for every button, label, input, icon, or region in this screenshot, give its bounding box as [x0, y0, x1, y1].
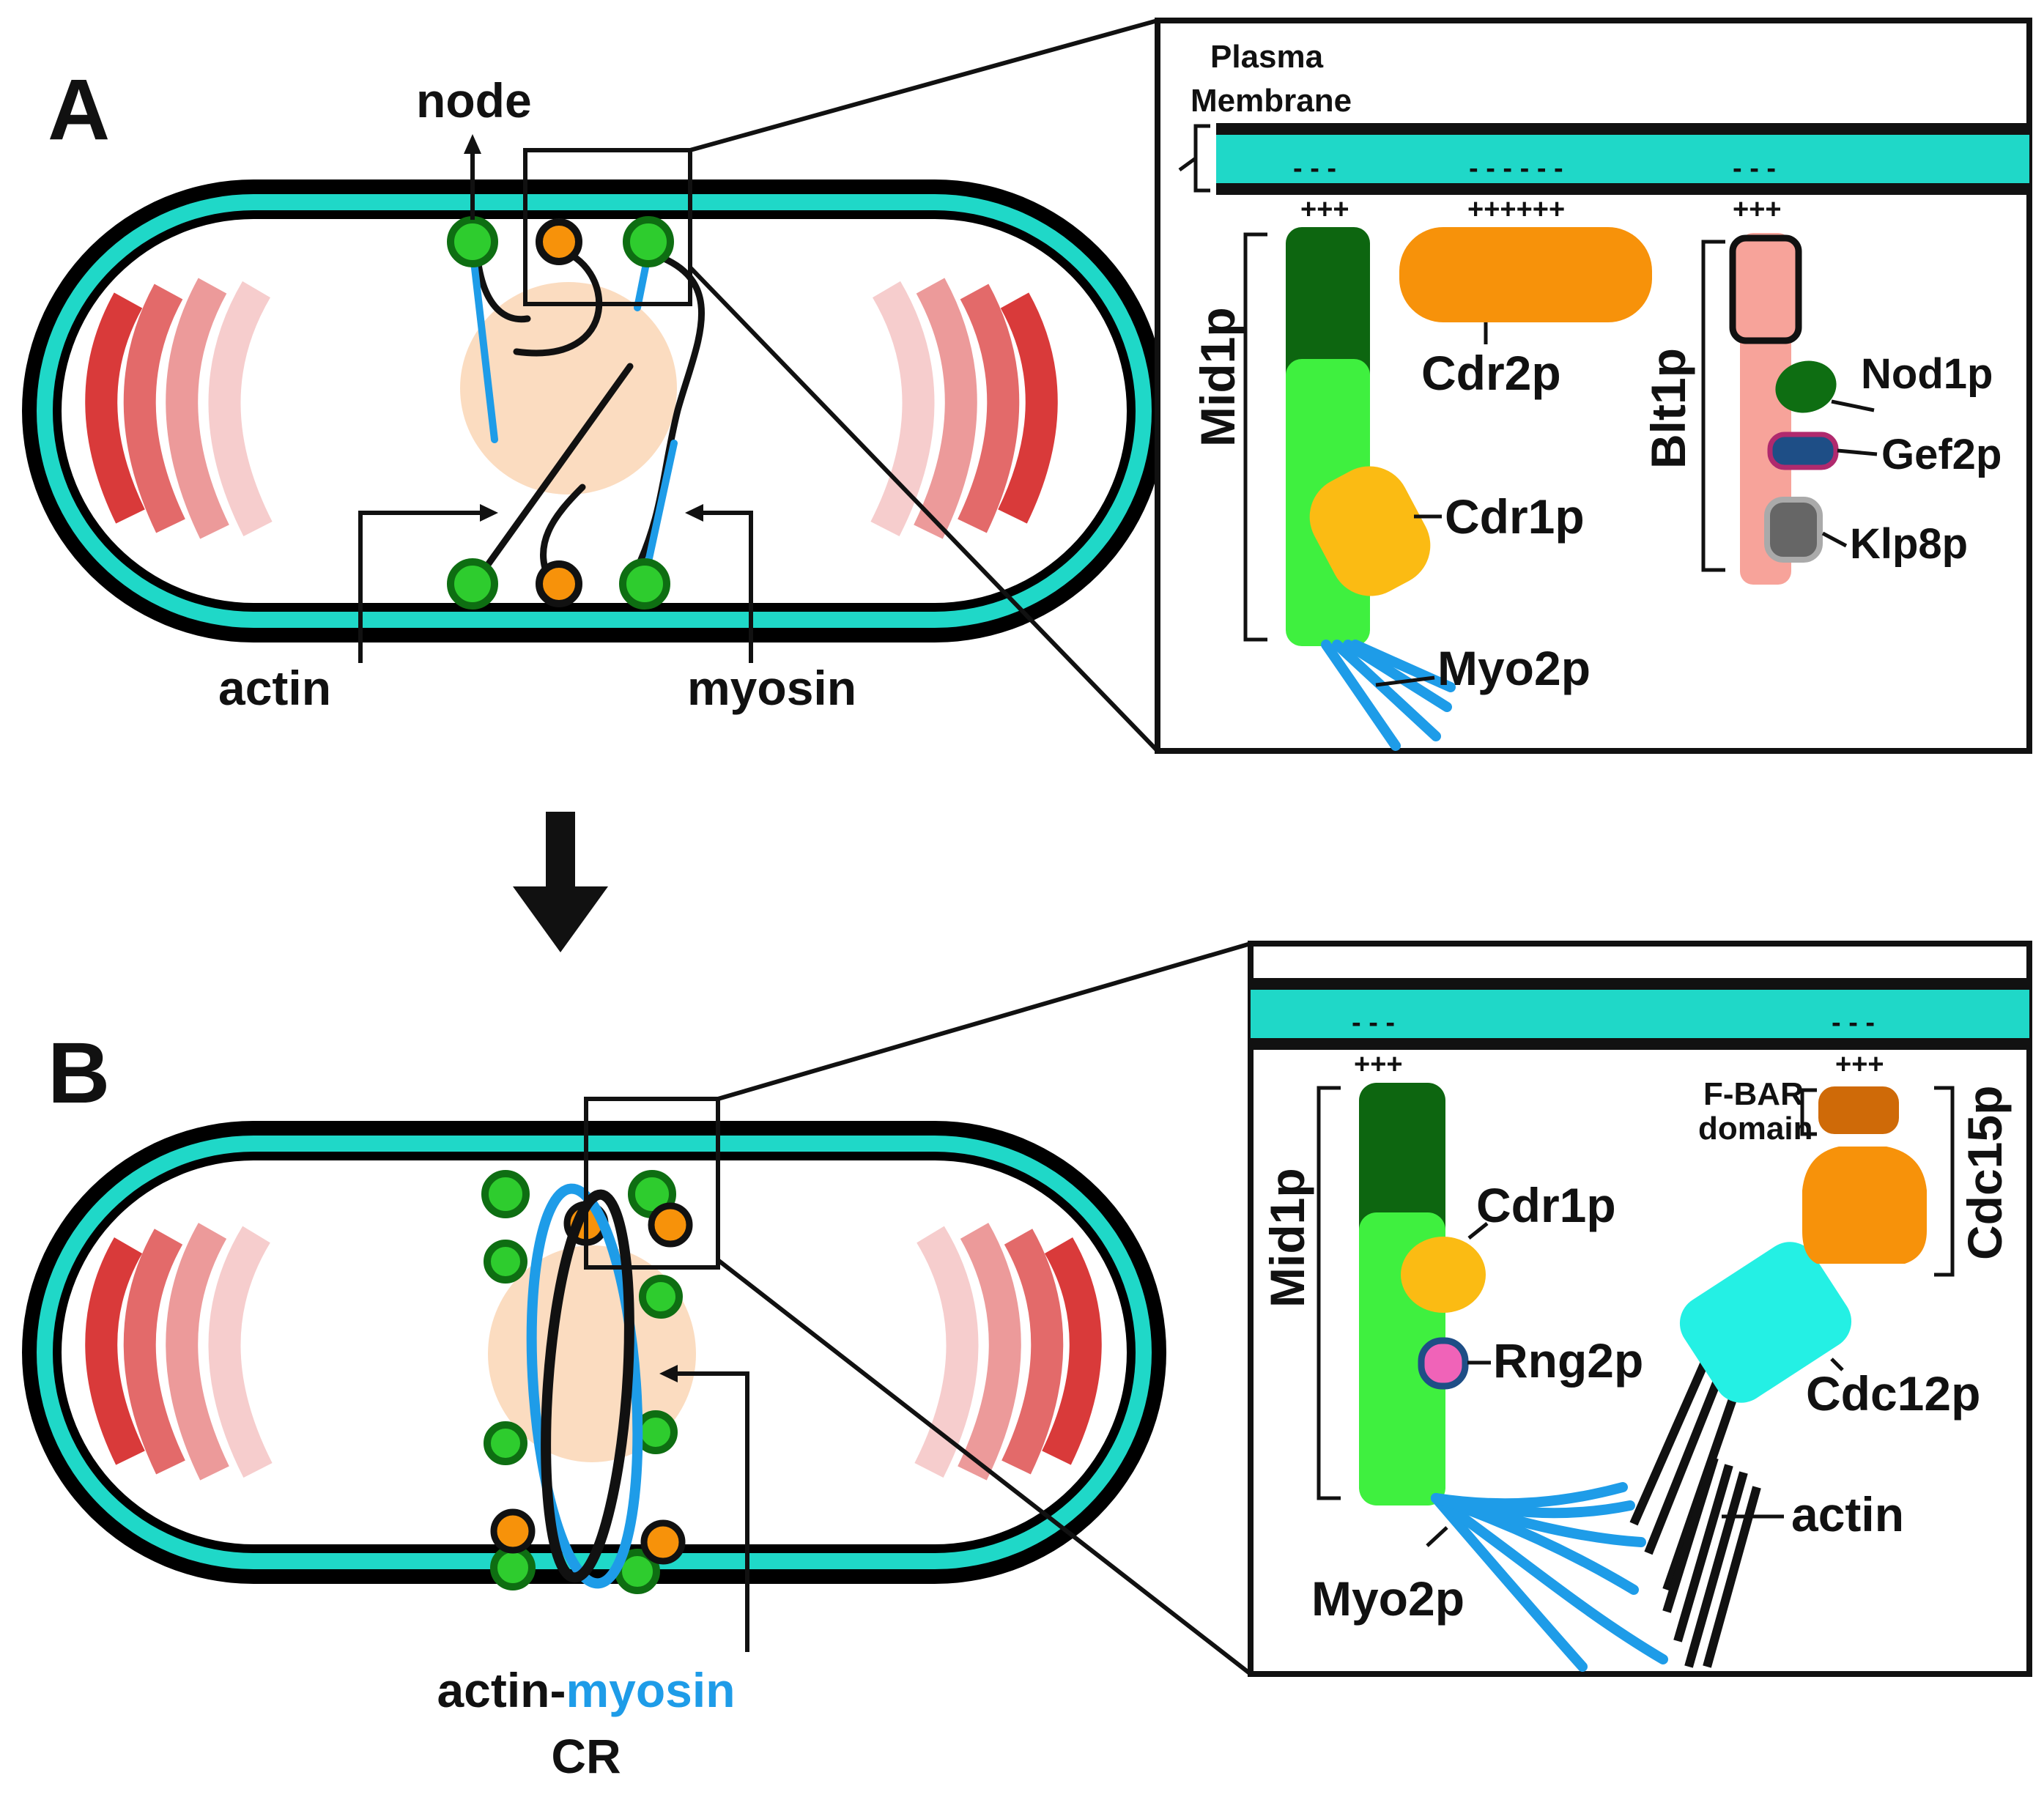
inset-a-minus-mid: - - - - - -	[1469, 153, 1563, 184]
node-green	[447, 216, 498, 267]
inset-b-rng2p	[1418, 1337, 1469, 1390]
panel-a-left-arcs	[85, 278, 273, 539]
inset-b-fbar-label-1: F-BAR	[1703, 1076, 1804, 1112]
inset-a-gef2p-label: Gef2p	[1881, 431, 2002, 478]
inset-a-membrane-label-2: Membrane	[1191, 83, 1352, 119]
inset-a-nod1p-label: Nod1p	[1861, 350, 1993, 398]
panel-a: A	[22, 18, 2032, 754]
panel-b-left-arcs	[85, 1223, 273, 1481]
inset-a-blt1p-label: Blt1p	[1641, 348, 1695, 469]
cr-arrow-head	[659, 1365, 678, 1382]
inset-a-mid1p-label: Mid1p	[1191, 307, 1245, 447]
inset-b-cdr1p-label: Cdr1p	[1476, 1178, 1616, 1232]
inset-b-plus-left: +++	[1354, 1049, 1403, 1080]
inset-b-myo2p-label: Myo2p	[1311, 1571, 1465, 1626]
inset-a-blt1p-head	[1729, 234, 1802, 344]
inset-b-minus-right: - - -	[1832, 1007, 1875, 1038]
inset-b-cdc12p	[1679, 1242, 1852, 1403]
panel-b-zoom-box	[584, 1097, 720, 1270]
inset-a-myo2p-label: Myo2p	[1437, 641, 1591, 695]
node-green	[619, 558, 670, 610]
inset-b-myo2p	[1431, 1482, 1668, 1672]
inset-b-plus-right: +++	[1835, 1049, 1884, 1080]
inset-a-cdr1p-label: Cdr1p	[1445, 489, 1585, 544]
node-green	[447, 558, 498, 610]
panel-a-nucleus	[460, 282, 677, 495]
panel-a-letter: A	[48, 62, 110, 158]
inset-a-cdr1p	[1309, 466, 1431, 596]
inset-b-mid1p-label: Mid1p	[1260, 1168, 1314, 1308]
inset-a-myo2p	[1321, 640, 1456, 751]
node-orange	[536, 218, 582, 265]
node-arrow-head	[464, 134, 481, 154]
inset-a-klp8p-label: Klp8p	[1850, 520, 1968, 568]
node-green	[623, 216, 674, 267]
inset-b-rng2p-label: Rng2p	[1493, 1333, 1643, 1388]
inset-b-cdr1p	[1401, 1237, 1486, 1313]
cr-label-line2: CR	[551, 1729, 621, 1783]
inset-b-cdc15p-label: Cdc15p	[1958, 1086, 2012, 1260]
panel-a-zoom-box	[523, 148, 692, 306]
inset-a-minus-right: - - -	[1733, 153, 1776, 184]
panel-b-letter: B	[48, 1025, 110, 1122]
inset-b-cdc12p-label: Cdc12p	[1806, 1366, 1980, 1421]
inset-a-klp8p	[1764, 497, 1823, 563]
inset-a-membrane-label-1: Plasma	[1210, 39, 1324, 75]
inset-b-fbar-label-2: domain	[1698, 1111, 1812, 1147]
panel-a-nodes	[447, 216, 674, 610]
cr-label-line1: actin-myosin	[437, 1663, 735, 1717]
panel-b-inset: - - - - - - +++ +++ Mid1p Cdr1p Rng2p	[1248, 941, 2032, 1677]
inset-b-actin-label: actin	[1791, 1487, 1904, 1541]
myosin-label: myosin	[687, 661, 856, 715]
inset-a-mid1p-dark	[1286, 227, 1370, 396]
transition-arrow	[513, 812, 608, 952]
inset-a-cdr2p	[1399, 227, 1652, 322]
inset-b-fbar	[1818, 1086, 1899, 1134]
inset-b-minus-left: - - -	[1352, 1007, 1395, 1038]
panel-b-right-arcs	[914, 1223, 1102, 1481]
panel-b: B	[22, 941, 2032, 1783]
panel-b-myosin-ring	[526, 1183, 643, 1589]
inset-a-cdr2p-label: Cdr2p	[1421, 346, 1561, 400]
actin-label: actin	[218, 661, 331, 715]
panel-b-actin-ring	[541, 1189, 634, 1583]
inset-a-plus-left: +++	[1300, 194, 1349, 225]
inset-a-nod1p	[1775, 360, 1837, 413]
inset-b-cdc15p	[1802, 1147, 1927, 1264]
panel-a-right-arcs	[870, 278, 1058, 539]
node-label: node	[416, 73, 532, 127]
myosin-arrow-head	[685, 504, 703, 522]
inset-a-plus-mid: ++++++	[1467, 194, 1565, 225]
inset-a-gef2p	[1767, 432, 1839, 470]
panel-a-inset: Plasma Membrane - - - - - - - - - - - - …	[1155, 18, 2032, 754]
node-orange	[536, 560, 582, 607]
inset-a-minus-left: - - -	[1293, 153, 1336, 184]
inset-a-plus-right: +++	[1733, 194, 1782, 225]
panel-b-nodes	[481, 1170, 683, 1594]
actin-arrow-head	[480, 504, 498, 522]
